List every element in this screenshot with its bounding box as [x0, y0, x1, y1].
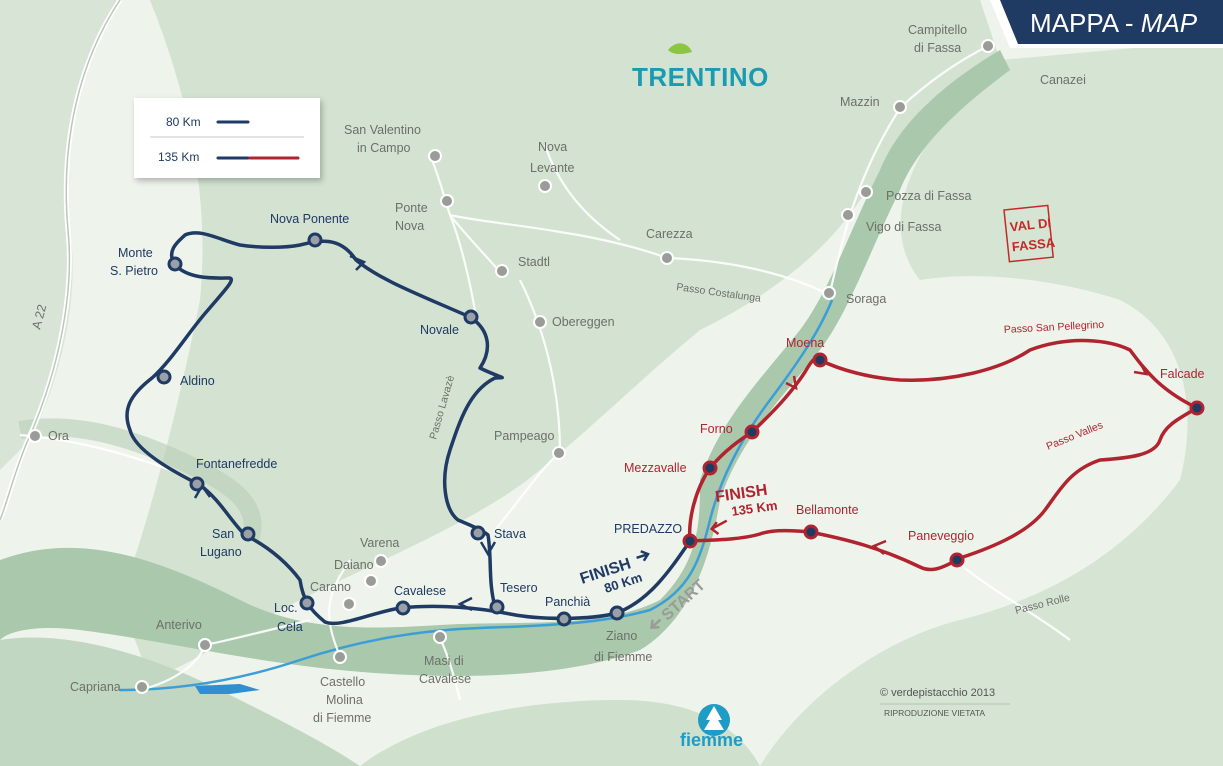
route-135-stops: [682, 352, 1205, 568]
title-badge: MAPPA - MAP: [990, 0, 1223, 48]
label-san-valentino: San Valentino: [344, 123, 421, 137]
label-pozza: Pozza di Fassa: [886, 189, 972, 203]
label-monte-pietro: Monte: [118, 246, 153, 260]
label-san-lugano: Lugano: [200, 545, 242, 559]
label-masi: Cavalese: [419, 672, 471, 686]
route-80-stops: [156, 232, 625, 627]
label-san-lugano: San: [212, 527, 234, 541]
svg-text:TRENTINO: TRENTINO: [632, 62, 769, 92]
legend-135-label: 135 Km: [158, 150, 199, 164]
svg-text:VAL DI: VAL DI: [1009, 215, 1052, 234]
label-stadtl: Stadtl: [518, 255, 550, 269]
label-castello: Castello: [320, 675, 365, 689]
route-80-arrow: [479, 541, 497, 557]
label-mezzavalle: Mezzavalle: [624, 461, 687, 475]
label-castello: di Fiemme: [313, 711, 371, 725]
route-80-arrow: [457, 596, 473, 612]
svg-text:135 Km: 135 Km: [730, 498, 778, 519]
village-markers: [28, 39, 995, 694]
label-moena: Moena: [786, 336, 824, 350]
svg-text:fiemme: fiemme: [680, 730, 743, 750]
title-main: MAPPA: [1030, 8, 1120, 38]
legend-80-label: 80 Km: [166, 115, 201, 129]
label-falcade: Falcade: [1160, 367, 1205, 381]
label-stava: Stava: [494, 527, 526, 541]
label-aldino: Aldino: [180, 374, 215, 388]
label-canazei: Canazei: [1040, 73, 1086, 87]
svg-text:© verdepistacchio 2013: © verdepistacchio 2013: [880, 687, 995, 699]
legend: 80 Km 135 Km: [134, 98, 320, 178]
label-cavalese: Cavalese: [394, 584, 446, 598]
route-135-arrow: [785, 375, 798, 391]
label-pampeago: Pampeago: [494, 429, 555, 443]
label-monte-pietro: S. Pietro: [110, 264, 158, 278]
credits: © verdepistacchio 2013 RIPRODUZIONE VIET…: [880, 687, 1010, 718]
route-80km: [125, 231, 692, 626]
label-san-valentino: in Campo: [357, 141, 411, 155]
label-carezza: Carezza: [646, 227, 693, 241]
route-135-arrow: [871, 539, 887, 555]
label-a22: A 22: [29, 303, 49, 331]
svg-text:MAPPA - MAP: MAPPA - MAP: [1030, 8, 1198, 38]
label-nova-ponente: Nova Ponente: [270, 212, 349, 226]
label-castello: Molina: [326, 693, 363, 707]
label-predazzo: PREDAZZO: [614, 522, 682, 536]
label-forno: Forno: [700, 422, 733, 436]
label-ziano: Ziano: [606, 629, 637, 643]
label-nova-levante: Nova: [538, 140, 567, 154]
label-bellamonte: Bellamonte: [796, 503, 859, 517]
label-ponte-nova: Nova: [395, 219, 424, 233]
label-masi: Masi di: [424, 654, 464, 668]
label-ora: Ora: [48, 429, 69, 443]
svg-text:RIPRODUZIONE VIETATA: RIPRODUZIONE VIETATA: [884, 708, 985, 718]
label-novale: Novale: [420, 323, 459, 337]
label-loc-cela: Cela: [277, 620, 303, 634]
title-alt: MAP: [1141, 8, 1198, 38]
trentino-logo: TRENTINO: [632, 43, 769, 92]
label-loc-cela: Loc.: [274, 601, 298, 615]
fiemme-logo: fiemme: [680, 704, 743, 750]
label-tesero: Tesero: [500, 581, 538, 595]
label-mazzin: Mazzin: [840, 95, 880, 109]
svg-text:FASSA: FASSA: [1011, 235, 1056, 255]
label-paneveggio: Paneveggio: [908, 529, 974, 543]
label-nova-levante: Levante: [530, 161, 575, 175]
route-80-arrow: [349, 254, 367, 271]
label-campitello: di Fassa: [914, 41, 961, 55]
label-pass-san-pellegrino: Passo San Pellegrino: [1004, 319, 1105, 336]
label-panchia: Panchià: [545, 595, 590, 609]
route-135km: [687, 338, 1199, 572]
route-135-arrow: [1133, 361, 1149, 376]
label-varena: Varena: [360, 536, 399, 550]
label-campitello: Campitello: [908, 23, 967, 37]
val-di-fassa-logo: VAL DI FASSA: [1003, 204, 1056, 263]
label-ziano: di Fiemme: [594, 650, 652, 664]
label-fontanefredde: Fontanefredde: [196, 457, 277, 471]
label-capriana: Capriana: [70, 680, 121, 694]
label-soraga: Soraga: [846, 292, 886, 306]
label-daiano: Daiano: [334, 558, 374, 572]
label-ponte-nova: Ponte: [395, 201, 428, 215]
label-anterivo: Anterivo: [156, 618, 202, 632]
label-carano: Carano: [310, 580, 351, 594]
label-obereggen: Obereggen: [552, 315, 615, 329]
label-vigo: Vigo di Fassa: [866, 220, 942, 234]
title-sep: -: [1125, 8, 1141, 38]
